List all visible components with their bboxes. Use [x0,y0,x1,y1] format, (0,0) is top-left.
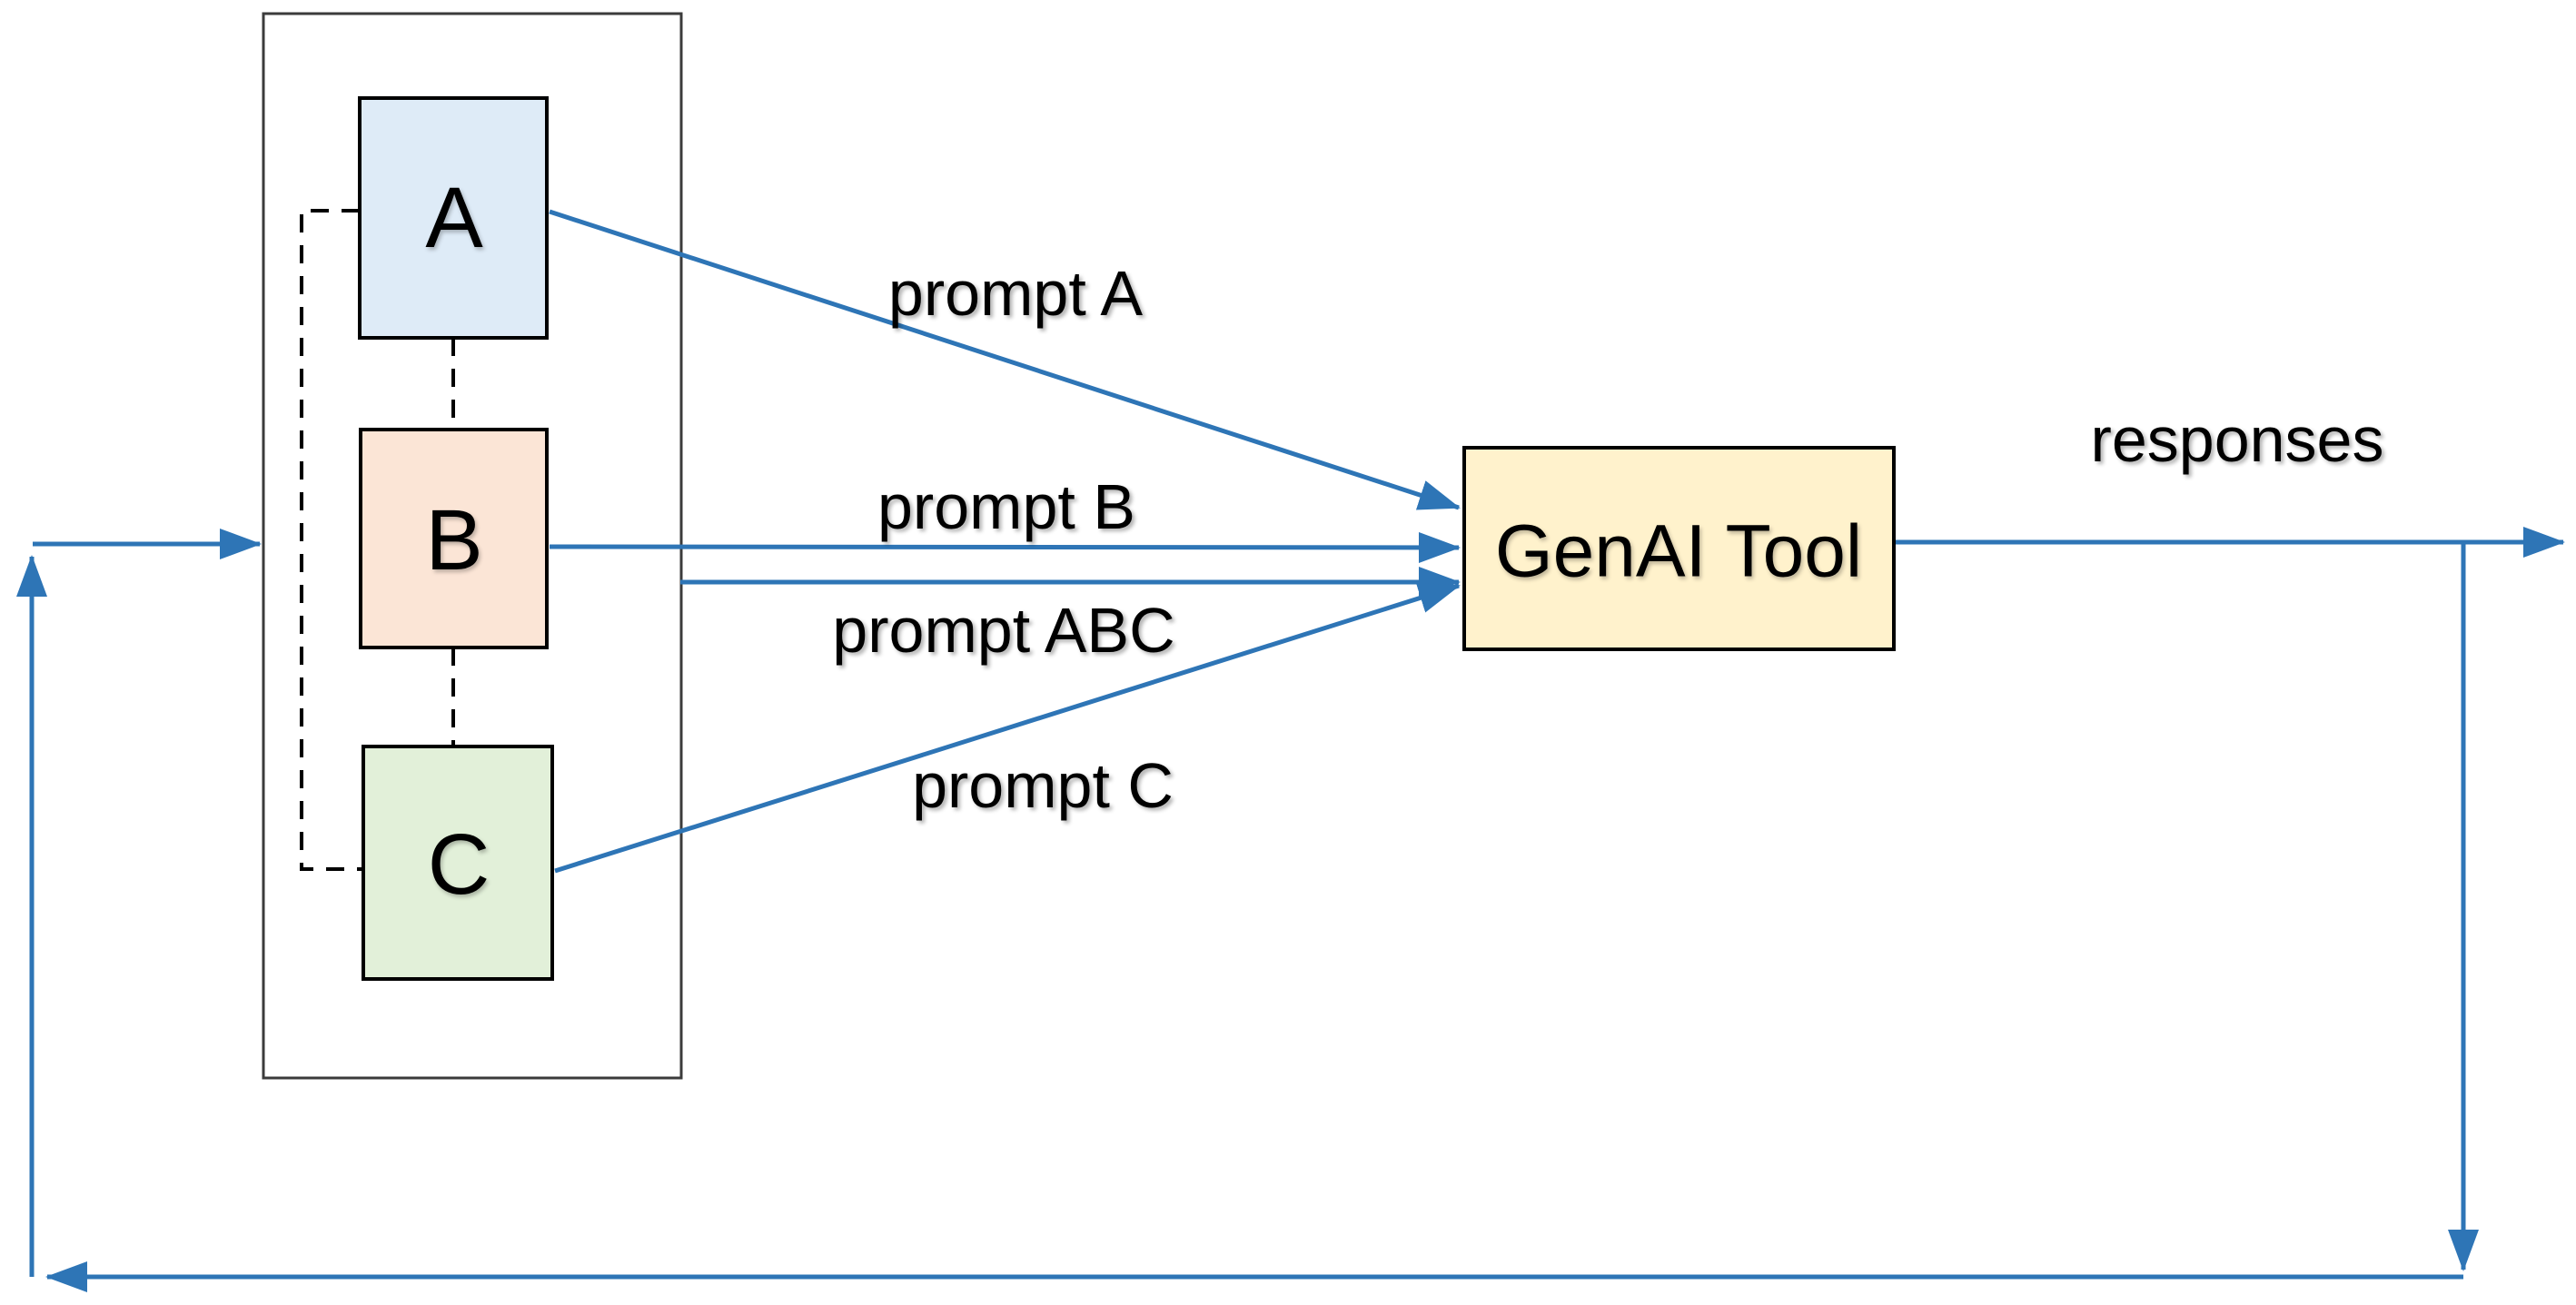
edge-prompt-a [549,209,1461,510]
genai-tool-node: GenAI Tool [1462,446,1896,651]
node-b: B [359,428,549,649]
node-c: C [362,745,554,981]
node-c-rect [362,745,554,981]
label-prompt-a: prompt A [888,258,1143,329]
label-prompt-c: prompt C [912,750,1174,821]
edge-prompt-b [549,531,1461,563]
genai-tool-label: GenAI Tool [1495,510,1862,593]
node-a-rect [358,96,549,340]
label-responses: responses [2091,404,2384,475]
label-prompt-abc: prompt ABC [832,595,1174,666]
feedback-loop [15,529,2479,1292]
label-prompt-b: prompt B [877,471,1135,542]
node-a-label: A [425,170,483,266]
edge-prompt-c [554,583,1461,874]
node-b-label: B [425,492,482,588]
node-b-rect [359,428,549,649]
node-a: A [358,96,549,340]
dashed-bracket-a-to-c [300,209,363,871]
genai-tool-rect [1462,446,1896,651]
node-c-label: C [428,816,490,913]
